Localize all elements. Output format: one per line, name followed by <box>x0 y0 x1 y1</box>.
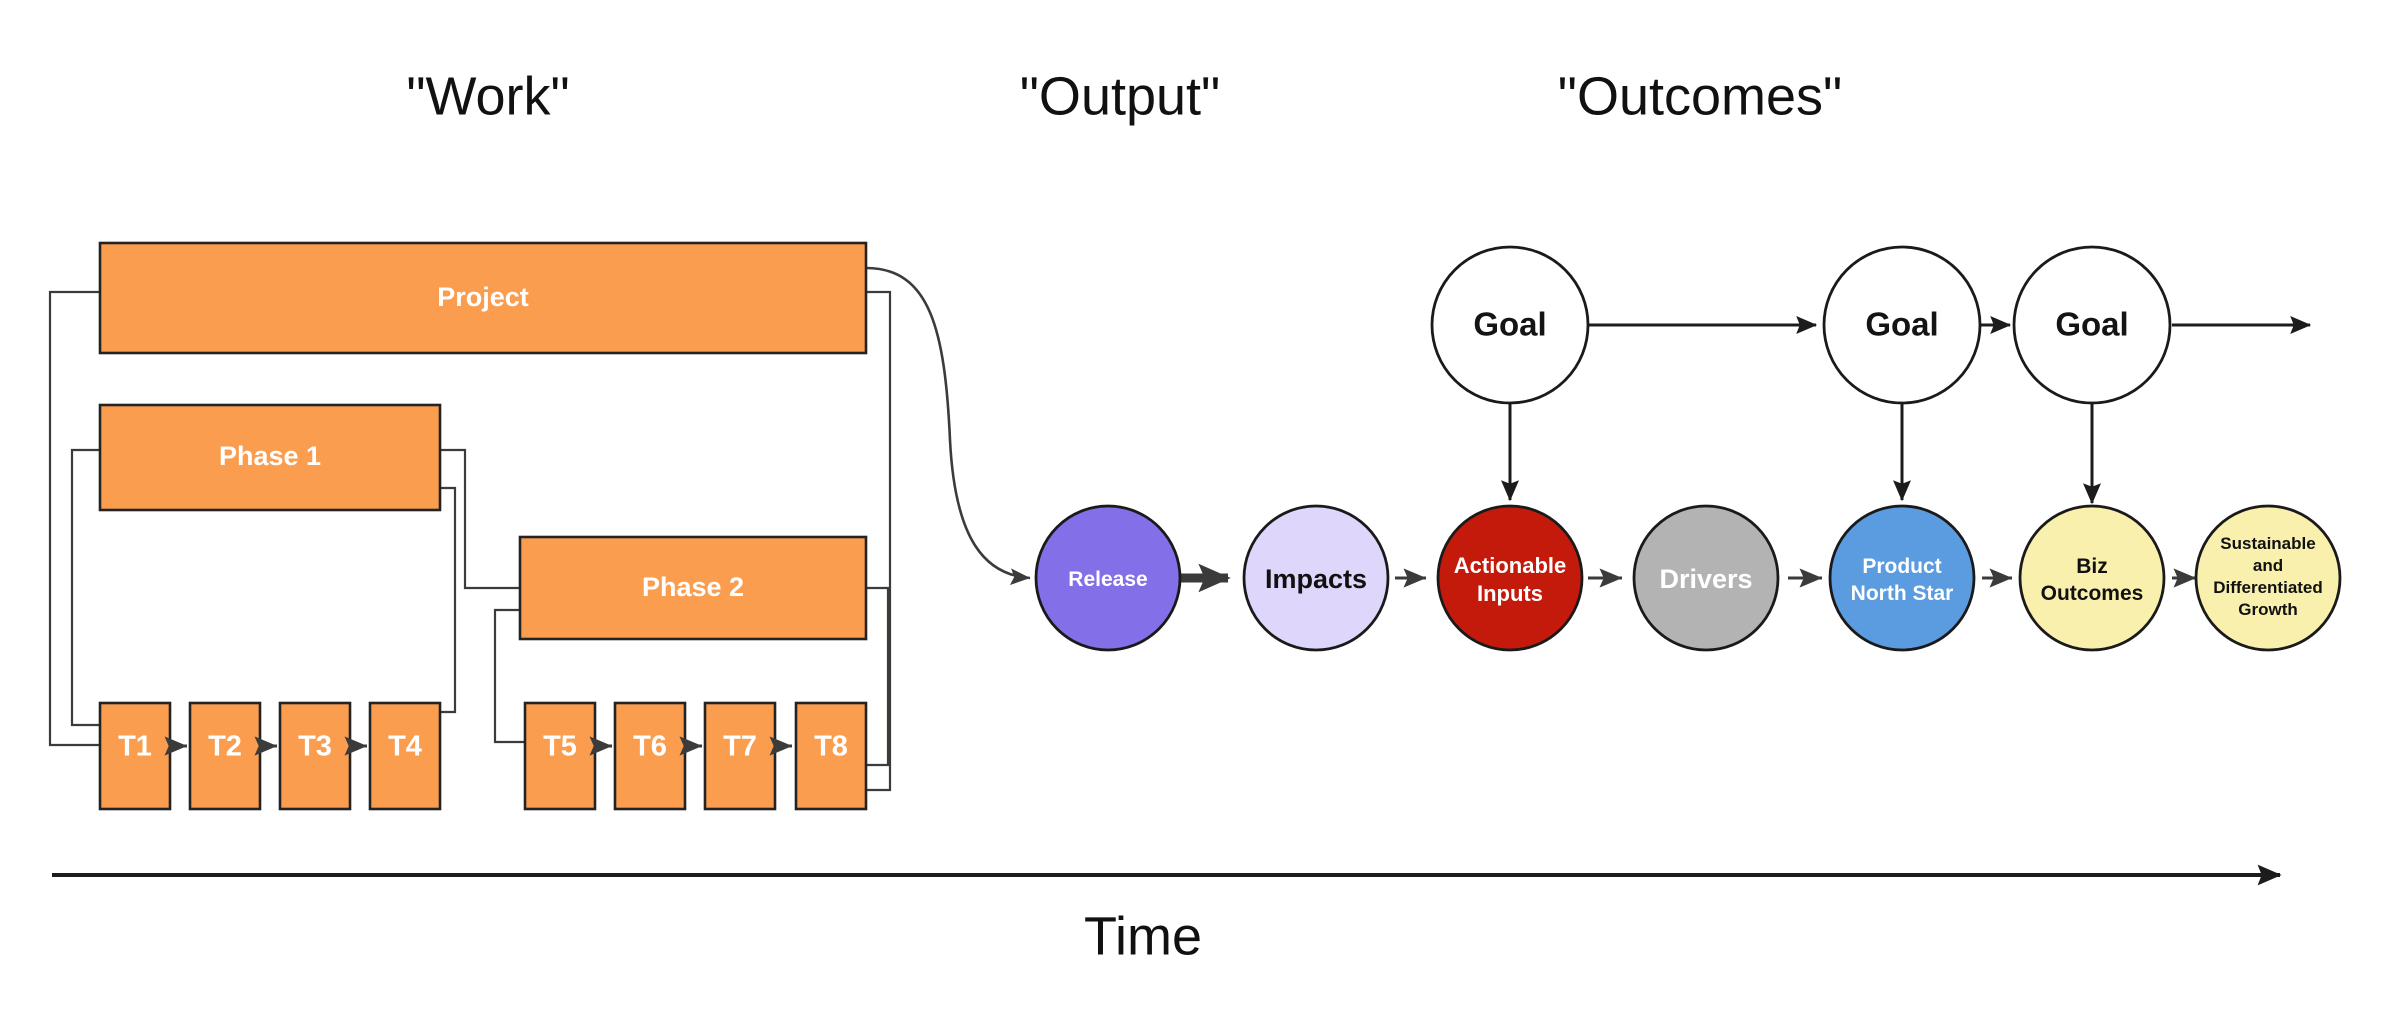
time-axis-label: Time <box>1084 906 1202 966</box>
connector-project-to-t8 <box>866 290 892 792</box>
t2-box-label: T2 <box>208 731 242 763</box>
connector-phase1-to-phase2 <box>440 448 520 590</box>
product-north-star-label-line1: Product <box>1862 555 1941 578</box>
t4-box-rect <box>368 701 442 811</box>
flow-node-actionable-inputs[interactable]: Actionable Inputs <box>1436 504 1584 652</box>
flow-node-sustainable-growth[interactable]: Sustainable and Differentiated Growth <box>2194 504 2342 652</box>
biz-outcomes-label-line2: Outcomes <box>2041 582 2144 605</box>
project-box-rect <box>98 241 868 355</box>
t4-box-label: T4 <box>388 731 422 763</box>
flow-node-release[interactable]: Release <box>1034 504 1182 652</box>
impacts-label: Impacts <box>1265 564 1367 594</box>
product-north-star-circle <box>1828 504 1976 652</box>
work-box-phase-1[interactable]: Phase 1 <box>98 403 442 512</box>
connector-project-to-release <box>865 266 1031 585</box>
drivers-label: Drivers <box>1659 564 1752 594</box>
release-label: Release <box>1068 568 1147 591</box>
t5-box-rect <box>523 701 597 811</box>
flow-node-product-north-star[interactable]: Product North Star <box>1828 504 1976 652</box>
work-box-phase-2[interactable]: Phase 2 <box>518 535 868 641</box>
project-box-label: Project <box>437 282 529 312</box>
sustainable-growth-circle <box>2194 504 2342 652</box>
actionable-inputs-circle <box>1436 504 1584 652</box>
work-task-t3[interactable]: T3 <box>278 701 352 811</box>
goal-node-2[interactable]: Goal <box>1822 245 1982 405</box>
goal1-circle <box>1430 245 1590 405</box>
sustainable-growth-label-line1: Sustainable <box>2220 534 2315 553</box>
work-task-t5[interactable]: T5 <box>523 701 597 811</box>
t7-box-label: T7 <box>723 731 757 763</box>
t5-box-label: T5 <box>543 731 577 763</box>
work-task-t7[interactable]: T7 <box>703 701 777 811</box>
connector-phase1-to-t4 <box>440 486 457 714</box>
drivers-circle <box>1632 504 1780 652</box>
impacts-circle <box>1242 504 1390 652</box>
sustainable-growth-label-line2: and <box>2253 556 2283 575</box>
goal2-circle <box>1822 245 1982 405</box>
t6-box-label: T6 <box>633 731 667 763</box>
t3-box-label: T3 <box>298 731 332 763</box>
actionable-inputs-label-line1: Actionable <box>1454 553 1566 578</box>
actionable-inputs-label-line2: Inputs <box>1477 581 1543 606</box>
work-task-t6[interactable]: T6 <box>613 701 687 811</box>
goal1-label: Goal <box>1473 306 1546 343</box>
flow-node-impacts[interactable]: Impacts <box>1242 504 1390 652</box>
phase2-box-rect <box>518 535 868 641</box>
product-north-star-label-line2: North Star <box>1851 582 1954 605</box>
release-circle <box>1034 504 1182 652</box>
work-task-t4[interactable]: T4 <box>368 701 442 811</box>
goal-node-3[interactable]: Goal <box>2012 245 2172 405</box>
goal2-label: Goal <box>1865 306 1938 343</box>
t1-box-label: T1 <box>118 731 152 763</box>
work-task-t8[interactable]: T8 <box>794 701 868 811</box>
t2-box-rect <box>188 701 262 811</box>
goal3-label: Goal <box>2055 306 2128 343</box>
t1-box-rect <box>98 701 172 811</box>
work-task-t1[interactable]: T1 <box>98 701 172 811</box>
biz-outcomes-label-line1: Biz <box>2076 555 2108 578</box>
flow-node-drivers[interactable]: Drivers <box>1632 504 1780 652</box>
biz-outcomes-circle <box>2018 504 2166 652</box>
t8-box-rect <box>794 701 868 811</box>
section-title-work: "Work" <box>406 66 569 126</box>
t7-box-rect <box>703 701 777 811</box>
connector-project-to-t1 <box>48 290 100 747</box>
sustainable-growth-label-line3: Differentiated <box>2213 578 2323 597</box>
sustainable-growth-label-line4: Growth <box>2238 600 2298 619</box>
connector-phase2-to-t5 <box>493 608 525 744</box>
goal3-circle <box>2012 245 2172 405</box>
connector-phase1-to-t1 <box>70 448 100 727</box>
connector-phase2-to-t8 <box>866 586 890 767</box>
phase1-box-rect <box>98 403 442 512</box>
flow-node-biz-outcomes[interactable]: Biz Outcomes <box>2018 504 2166 652</box>
t6-box-rect <box>613 701 687 811</box>
section-title-outcomes: "Outcomes" <box>1558 66 1842 126</box>
goal-node-1[interactable]: Goal <box>1430 245 1590 405</box>
section-title-output: "Output" <box>1020 66 1220 126</box>
work-box-project[interactable]: Project <box>98 241 868 355</box>
t8-box-label: T8 <box>814 731 848 763</box>
phase2-box-label: Phase 2 <box>642 572 744 602</box>
t3-box-rect <box>278 701 352 811</box>
work-task-t2[interactable]: T2 <box>188 701 262 811</box>
phase1-box-label: Phase 1 <box>219 441 321 471</box>
